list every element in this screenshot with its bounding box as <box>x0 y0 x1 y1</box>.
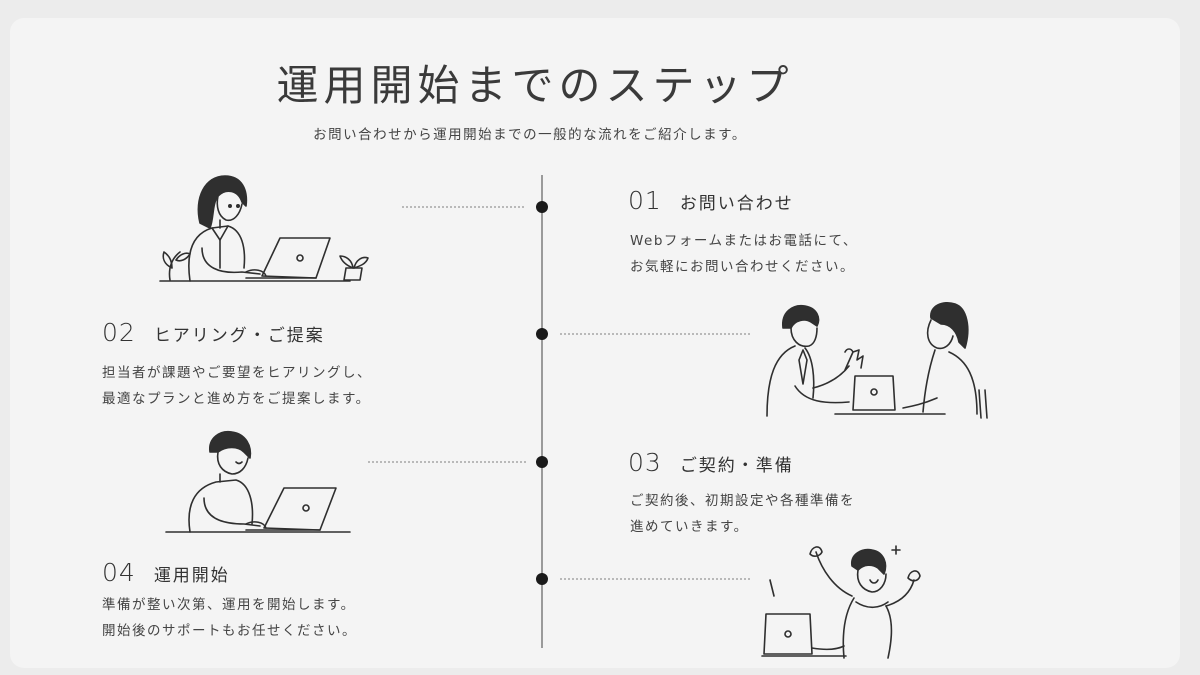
step-4-title: 運用開始 <box>153 566 230 586</box>
step-2-line-1: 担当者が課題やご要望をヒアリングし、 <box>102 365 372 381</box>
step-1-heading: 01 お問い合わせ <box>628 186 794 215</box>
woman-at-laptop-illustration <box>159 175 369 282</box>
step-3-title: ご契約・準備 <box>679 456 794 476</box>
meeting-illustration <box>766 302 988 419</box>
man-at-laptop-illustration <box>165 430 351 533</box>
step-3-line-1: ご契約後、初期設定や各種準備を <box>630 493 855 509</box>
timeline-axis <box>541 175 543 648</box>
step-3-line-2: 進めていきます。 <box>630 519 749 535</box>
step-1-line-2: お気軽にお問い合わせください。 <box>630 259 855 275</box>
connector-step-3 <box>368 461 526 463</box>
step-2-number: 02 <box>102 318 136 347</box>
step-2-description: 担当者が課題やご要望をヒアリングし、 最適なプランと進め方をご提案します。 <box>102 360 372 412</box>
step-1-description: Webフォームまたはお電話にて、 お気軽にお問い合わせください。 <box>630 228 858 280</box>
connector-step-1 <box>402 206 524 208</box>
timeline-dot-step-3 <box>536 456 548 468</box>
step-3-number: 03 <box>628 448 662 477</box>
step-1-number: 01 <box>628 186 662 215</box>
step-4-description: 準備が整い次第、運用を開始します。 開始後のサポートもお任せください。 <box>102 592 357 644</box>
connector-step-2 <box>560 333 750 335</box>
step-2-heading: 02 ヒアリング・ご提案 <box>102 318 325 347</box>
step-1-line-1: Webフォームまたはお電話にて、 <box>630 233 858 249</box>
page-subtitle: お問い合わせから運用開始までの一般的な流れをご紹介します。 <box>313 127 747 143</box>
step-4-heading: 04 運用開始 <box>102 558 230 587</box>
step-4-number: 04 <box>102 558 136 587</box>
step-3-description: ご契約後、初期設定や各種準備を 進めていきます。 <box>630 488 855 540</box>
step-4-line-2: 開始後のサポートもお任せください。 <box>102 623 357 639</box>
timeline-dot-step-4 <box>536 573 548 585</box>
page-title: 運用開始までのステップ <box>276 61 794 110</box>
connector-step-4 <box>560 578 750 580</box>
timeline-dot-step-1 <box>536 201 548 213</box>
timeline-dot-step-2 <box>536 328 548 340</box>
step-1-title: お問い合わせ <box>679 194 794 214</box>
step-2-title: ヒアリング・ご提案 <box>153 326 325 346</box>
step-4-line-1: 準備が整い次第、運用を開始します。 <box>102 597 356 613</box>
step-2-line-2: 最適なプランと進め方をご提案します。 <box>102 391 371 407</box>
steps-card <box>10 18 1180 668</box>
celebrating-man-illustration <box>761 545 921 659</box>
step-3-heading: 03 ご契約・準備 <box>628 448 794 477</box>
